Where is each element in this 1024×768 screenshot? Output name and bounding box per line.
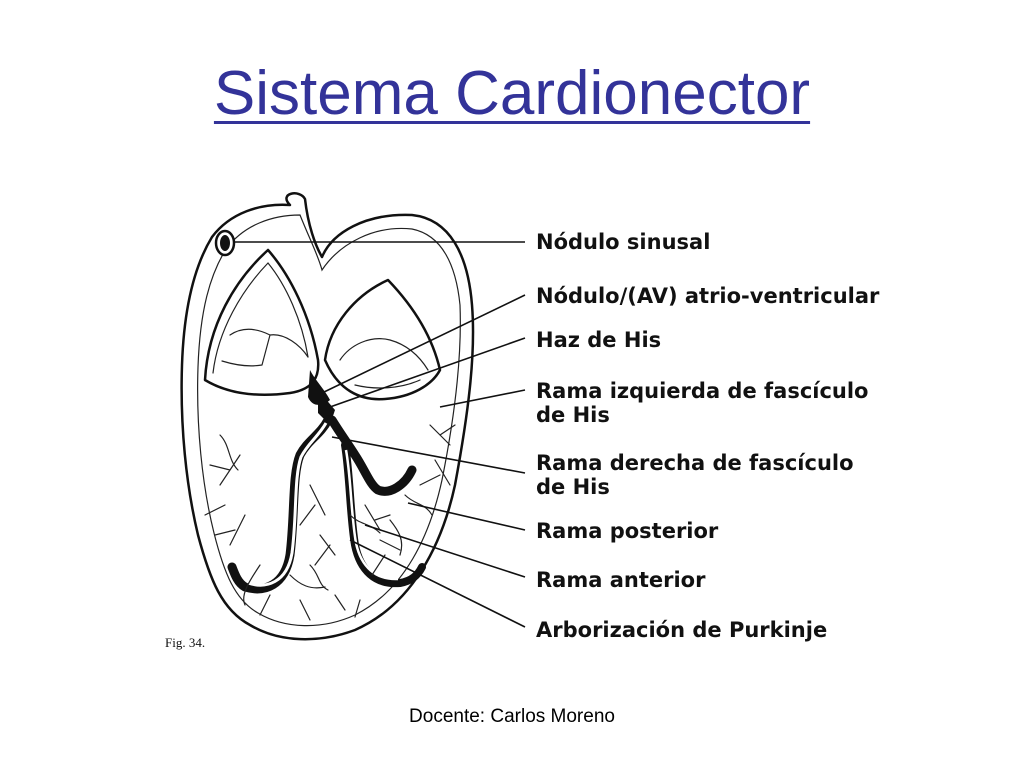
heart-illustration: Nódulo sinusal Nódulo/(AV) atrio-ventric… [165,192,880,650]
heart-conduction-diagram: Nódulo sinusal Nódulo/(AV) atrio-ventric… [150,185,900,665]
left-atrium-valve [323,278,442,401]
slide-title-text: Sistema Cardionector [213,59,811,128]
tricuspid-leaflets [221,328,309,367]
left-bundle-branch [327,415,417,496]
label-rama-derecha-1: Rama derecha de fascículo [536,451,854,475]
slide-title: Sistema Cardionector [0,58,1024,129]
purkinje-fibers [204,424,456,621]
label-nodulo-sinusal: Nódulo sinusal [536,230,710,254]
label-rama-anterior: Rama anterior [536,568,706,592]
leader-haz-de-his [329,337,526,408]
right-bundle-branch [227,415,333,594]
right-atrium-inner [212,262,309,374]
leader-rama-anterior [364,524,526,578]
label-haz-de-his: Haz de His [536,328,661,352]
right-bundle-inner [247,422,328,587]
leader-nodulo-av [321,294,526,394]
leader-rama-derecha [331,436,526,474]
purkinje-network [219,434,433,591]
mitral-leaflets [339,338,429,389]
av-node [308,370,330,405]
leader-rama-izquierda [439,389,526,408]
footer-docente: Docente: Carlos Moreno [409,706,615,727]
label-rama-derecha-2: de His [536,475,610,499]
label-rama-izquierda-1: Rama izquierda de fascículo [536,379,868,403]
leader-arborizacion [349,539,526,628]
label-nodulo-av: Nódulo/(AV) atrio-ventricular [536,284,880,308]
leader-rama-posterior [407,502,526,531]
label-arborizacion: Arborización de Purkinje [536,618,827,642]
heart-outline [180,192,475,641]
label-rama-posterior: Rama posterior [536,519,719,543]
sinus-node-core [220,235,230,251]
right-atrium-valve [203,248,320,397]
figure-caption: Fig. 34. [165,635,205,650]
label-rama-izquierda-2: de His [536,403,610,427]
